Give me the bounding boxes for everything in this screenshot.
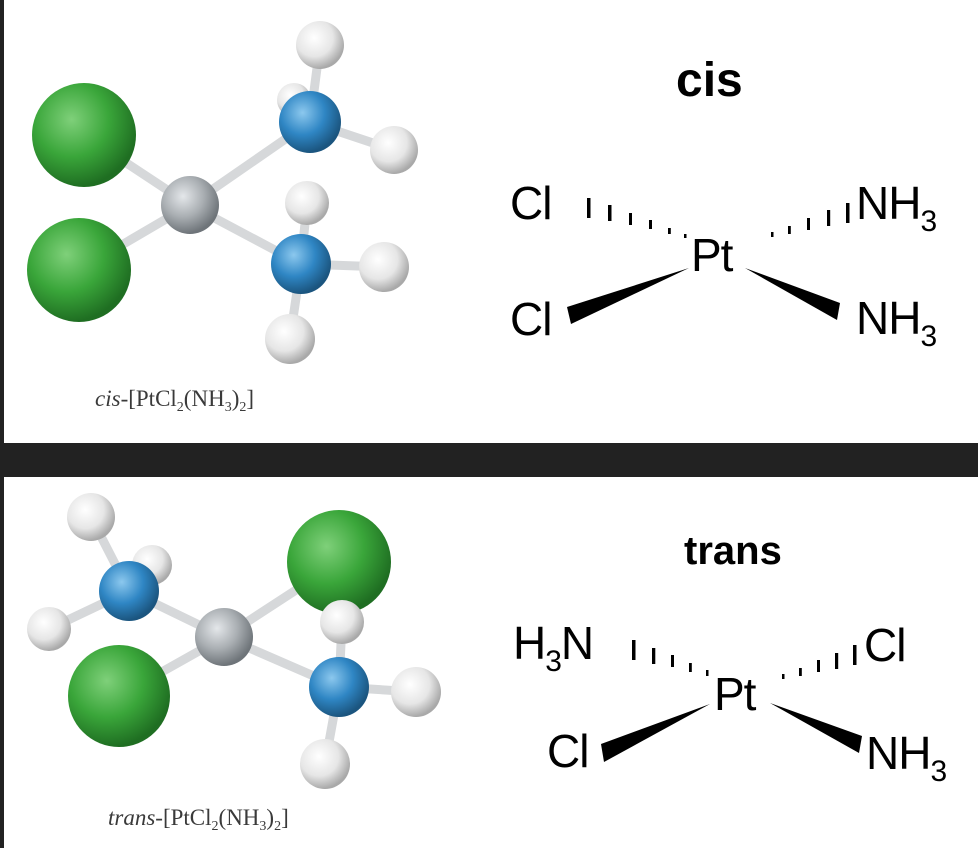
platinum-atom	[161, 176, 219, 234]
cis-wedge-bond-right	[745, 268, 840, 320]
hydrogen-atom	[265, 314, 315, 364]
hydrogen-atom	[67, 493, 115, 541]
hydrogen-atom	[285, 181, 329, 225]
hydrogen-atom	[370, 126, 418, 174]
chlorine-atom	[27, 218, 131, 322]
cis-chlorine-lower-left: Cl	[510, 293, 552, 345]
nitrogen-atom	[271, 234, 331, 294]
trans-ball-and-stick-model	[27, 493, 862, 789]
trans-ammine-upper-left: H3N	[513, 617, 594, 678]
trans-chlorine-upper-right: Cl	[864, 619, 906, 671]
hydrogen-atom	[320, 600, 364, 644]
trans-hashed-bond-left	[632, 640, 709, 676]
chlorine-atom	[68, 645, 170, 747]
trans-hashed-bond-right	[782, 645, 857, 679]
trans-platinum-center: Pt	[714, 668, 756, 720]
hydrogen-atom	[296, 21, 344, 69]
cis-bonds	[74, 40, 399, 344]
chlorine-atom	[287, 510, 391, 614]
hydrogen-atom	[391, 667, 441, 717]
cis-ammine-upper-right: NH3	[856, 177, 937, 238]
cis-chlorine-upper-left: Cl	[510, 177, 552, 229]
trans-label: trans	[684, 529, 782, 573]
cis-panel: cis-[PtCl2(NH3)2] cis Cl Cl Pt NH3 NH3	[4, 0, 978, 443]
trans-molecule-caption: trans-[PtCl2(NH3)2]	[108, 805, 289, 834]
cis-hashed-bond-right	[771, 203, 850, 237]
cis-platinum-center: Pt	[691, 229, 733, 281]
nitrogen-atom	[309, 657, 369, 717]
nitrogen-atom	[279, 91, 341, 153]
platinum-atom	[195, 608, 253, 666]
cis-molecule-caption: cis-[PtCl2(NH3)2]	[95, 386, 255, 415]
cis-label: cis	[676, 54, 743, 107]
nitrogen-atom	[99, 561, 159, 621]
cis-wedge-bond-left	[567, 268, 689, 324]
hydrogen-atom	[359, 242, 409, 292]
trans-chlorine-lower-left: Cl	[547, 725, 589, 777]
trans-wedge-bond-right	[770, 703, 862, 753]
cis-ammine-lower-right: NH3	[856, 292, 937, 353]
hydrogen-atom	[27, 607, 71, 651]
hydrogen-atom	[300, 739, 350, 789]
trans-panel: trans-[PtCl2(NH3)2] trans H3N Cl Pt Cl N…	[4, 477, 978, 848]
cis-hashed-bond-left	[587, 198, 687, 238]
cis-ball-and-stick-model	[27, 21, 850, 364]
chlorine-atom	[32, 83, 136, 187]
trans-ammine-lower-right: NH3	[866, 727, 947, 788]
trans-wedge-bond-left	[601, 704, 710, 762]
